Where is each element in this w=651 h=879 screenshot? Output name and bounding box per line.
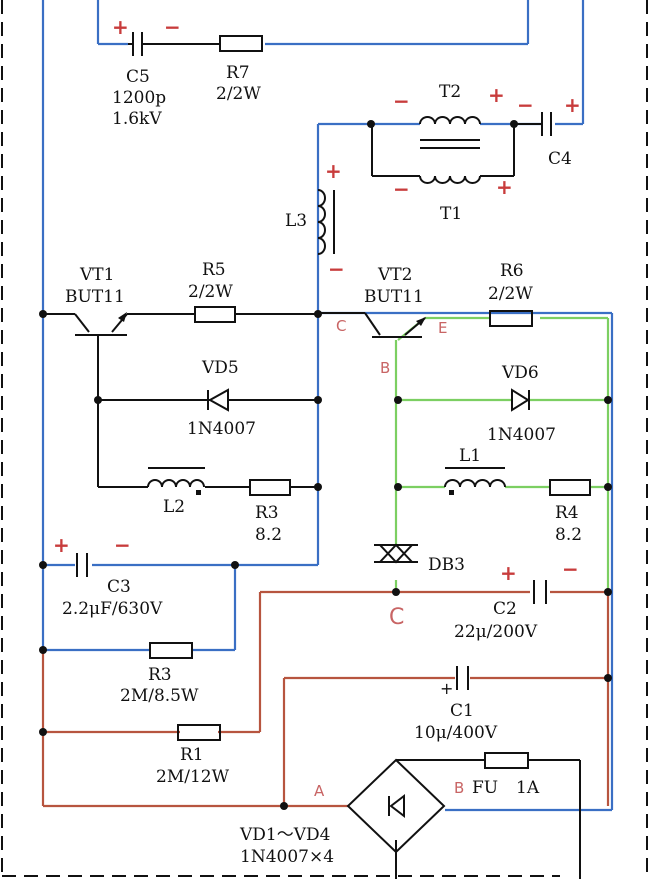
bridge-rectifier bbox=[346, 758, 446, 854]
db3-name: DB3 bbox=[428, 555, 465, 575]
l3-name: L3 bbox=[285, 211, 307, 231]
r7-value: 2/2W bbox=[216, 84, 261, 104]
bridge-model: 1N4007×4 bbox=[240, 847, 334, 867]
c3-minus: − bbox=[114, 533, 131, 557]
r6-resistor bbox=[489, 310, 533, 327]
t2-minus: − bbox=[393, 89, 410, 113]
node-c: C bbox=[336, 317, 346, 335]
c5-capacitor bbox=[128, 32, 220, 56]
c2-capacitor bbox=[533, 580, 547, 604]
c2-name: C2 bbox=[493, 599, 517, 619]
r3-value-upper: 8.2 bbox=[255, 525, 282, 545]
r3-resistor-8-2 bbox=[249, 479, 291, 496]
red-wires bbox=[41, 590, 610, 808]
r7-name: R7 bbox=[226, 63, 250, 83]
polarity-marks: + − − + − + − + + − + − + − bbox=[53, 15, 581, 585]
t2-transformer-winding bbox=[419, 116, 481, 184]
r1-value: 2M/12W bbox=[156, 767, 230, 787]
r3-name-lower: R3 bbox=[148, 665, 172, 685]
vd6-diode bbox=[511, 388, 530, 412]
r5-name: R5 bbox=[202, 260, 226, 280]
bridge-name: VD1～VD4 bbox=[239, 825, 330, 845]
l1-name: L1 bbox=[459, 446, 481, 466]
c2-value: 22μ/200V bbox=[454, 622, 538, 642]
c4-minus: − bbox=[517, 93, 534, 117]
node-b-bridge: B bbox=[454, 779, 464, 797]
l3-inductor bbox=[317, 189, 335, 255]
vt2-name: VT2 bbox=[377, 265, 412, 285]
r7-resistor bbox=[219, 35, 263, 52]
c1-name: C1 bbox=[450, 701, 474, 721]
vt1-model: BUT11 bbox=[65, 287, 125, 307]
c5-voltage: 1.6kV bbox=[112, 109, 162, 129]
vd6-name: VD6 bbox=[501, 363, 539, 383]
c1-value: 10μ/400V bbox=[414, 723, 498, 743]
c5-name: C5 bbox=[126, 67, 150, 87]
r3-name-upper: R3 bbox=[255, 503, 279, 523]
c3-plus: + bbox=[53, 533, 70, 557]
r3-value-lower: 2M/8.5W bbox=[120, 686, 199, 706]
c1-capacitor bbox=[456, 666, 469, 690]
c5-plus: + bbox=[112, 15, 129, 39]
vd5-diode bbox=[207, 388, 229, 412]
node-a: A bbox=[314, 782, 325, 800]
vd5-model: 1N4007 bbox=[187, 419, 256, 439]
junction-dots bbox=[39, 120, 612, 810]
vt1-name: VT1 bbox=[79, 265, 114, 285]
node-e: E bbox=[438, 319, 447, 337]
r5-value: 2/2W bbox=[188, 282, 233, 302]
r1-name: R1 bbox=[180, 745, 204, 765]
vd5-name: VD5 bbox=[201, 358, 239, 378]
l2-inductor bbox=[147, 467, 205, 495]
component-labels: C5 1200p 1.6kV R7 2/2W T2 T1 C4 L3 VT1 B… bbox=[62, 63, 582, 867]
fu-name: FU bbox=[472, 778, 498, 798]
r5-resistor bbox=[194, 306, 236, 323]
green-wires bbox=[394, 316, 610, 592]
r1-resistor bbox=[177, 724, 221, 741]
c3-name: C3 bbox=[107, 577, 131, 597]
t1-name: T1 bbox=[440, 204, 462, 224]
r6-value: 2/2W bbox=[488, 284, 533, 304]
vt2-model: BUT11 bbox=[364, 287, 424, 307]
l2-name: L2 bbox=[163, 497, 185, 517]
c5-minus: − bbox=[164, 15, 181, 39]
c3-capacitor bbox=[76, 553, 88, 577]
vd6-model: 1N4007 bbox=[487, 425, 556, 445]
db3-diac bbox=[374, 543, 418, 564]
r6-name: R6 bbox=[500, 261, 524, 281]
fu-value: 1A bbox=[516, 778, 540, 798]
r4-name: R4 bbox=[555, 503, 579, 523]
c4-plus: + bbox=[564, 93, 581, 117]
vt2-transistor bbox=[364, 312, 426, 338]
r4-value: 8.2 bbox=[555, 525, 582, 545]
l1-inductor bbox=[444, 467, 506, 495]
t2-plus: + bbox=[488, 83, 505, 107]
blue-wires bbox=[41, 0, 614, 812]
c5-value: 1200p bbox=[112, 88, 166, 108]
l3-minus: − bbox=[328, 257, 345, 281]
r3-resistor-2m bbox=[149, 642, 193, 659]
t1-minus: − bbox=[393, 177, 410, 201]
node-b: B bbox=[380, 359, 390, 377]
node-c-large: C bbox=[389, 605, 404, 630]
c2-plus: + bbox=[500, 561, 517, 585]
fu-fuse bbox=[484, 752, 529, 769]
l3-plus: + bbox=[325, 159, 342, 183]
r4-resistor bbox=[549, 479, 591, 496]
c4-name: C4 bbox=[548, 149, 572, 169]
t2-name: T2 bbox=[439, 82, 461, 102]
c4-capacitor bbox=[514, 112, 552, 136]
t1-plus: + bbox=[496, 175, 513, 199]
black-wires bbox=[43, 124, 581, 879]
c2-minus: − bbox=[562, 557, 579, 581]
vt1-transistor bbox=[74, 312, 128, 336]
c1-plus: + bbox=[440, 679, 453, 698]
c3-value: 2.2μF/630V bbox=[62, 599, 163, 619]
